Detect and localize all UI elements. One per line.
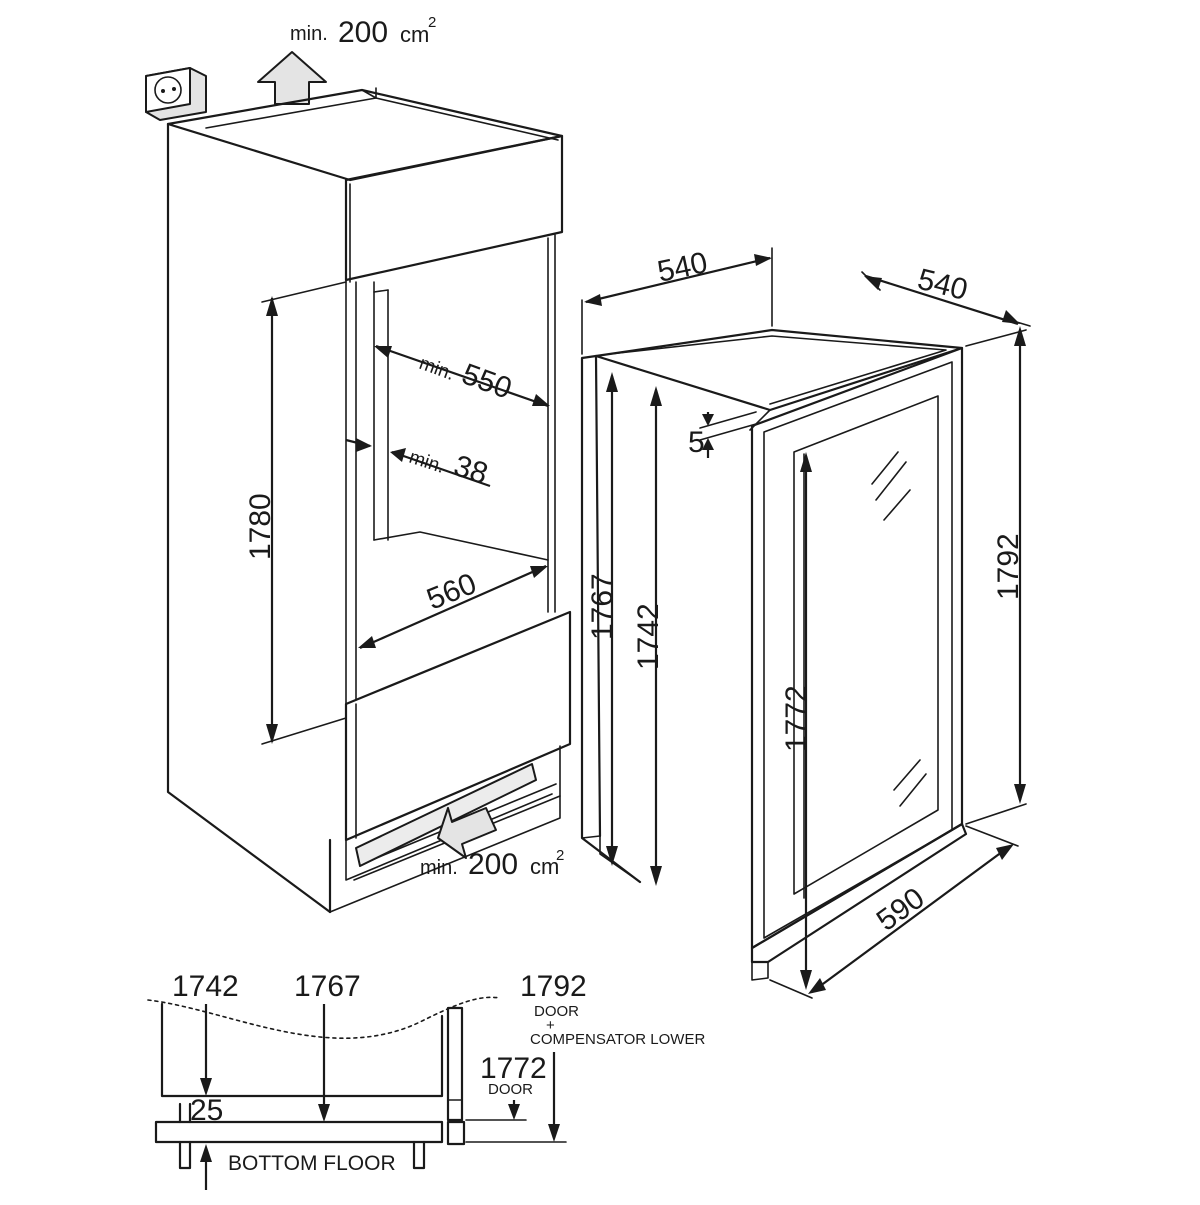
niche-cabinet <box>166 87 572 914</box>
door-height-label: 1772 <box>780 685 813 752</box>
dim-niche-gap: min. 38 <box>345 438 492 491</box>
detail-h3-plus: + <box>546 1017 555 1034</box>
bottom-detail-section <box>147 996 501 1170</box>
detail-dim-1792: 1792 DOOR + COMPENSATOR LOWER <box>465 970 705 1143</box>
appliance-width-label: 540 <box>655 246 711 289</box>
vent-bottom-prefix: min. <box>420 857 458 879</box>
vent-bottom-exp: 2 <box>556 847 564 864</box>
dim-appliance-1742: 1742 <box>632 386 665 886</box>
detail-dim-1742: 1742 <box>172 970 239 1096</box>
door-glass-reflection-icon <box>871 451 927 807</box>
detail-dim-1767: 1767 <box>294 970 361 1122</box>
dim-niche-height: 1780 <box>244 281 347 745</box>
dim-appliance-1767: 1767 <box>586 372 619 866</box>
top-ventilation-label: min. 200 cm 2 <box>290 14 436 49</box>
detail-dim-1772: 1772 DOOR <box>465 1052 547 1121</box>
vent-top-unit: cm <box>400 22 429 47</box>
vent-bottom-value: 200 <box>468 848 518 881</box>
wine-cooler-appliance <box>580 328 968 981</box>
vent-top-exp: 2 <box>428 14 436 31</box>
appliance-depth-label: 540 <box>914 263 971 307</box>
detail-h1-label: 1742 <box>172 970 239 1003</box>
bottom-ventilation-label: min. 200 cm 2 <box>420 847 564 881</box>
detail-gap-label: 25 <box>190 1094 223 1127</box>
dim-niche-width: 560 <box>358 564 548 650</box>
dim-niche-depth: min. 550 <box>374 344 550 408</box>
niche-depth-prefix: min. <box>416 353 457 385</box>
detail-h4-note: DOOR <box>488 1081 533 1098</box>
niche-height-label: 1780 <box>244 493 277 560</box>
vent-top-prefix: min. <box>290 23 328 45</box>
niche-depth-label: 550 <box>458 358 516 406</box>
appliance-height-body-label: 1742 <box>632 603 665 670</box>
detail-h3-label: 1792 <box>520 970 587 1003</box>
dim-appliance-width: 540 <box>581 246 773 355</box>
total-height-label: 1792 <box>992 533 1025 600</box>
detail-dim-25: 25 <box>190 1094 223 1190</box>
door-gap-label: 5 <box>688 426 705 459</box>
detail-h4-label: 1772 <box>480 1052 547 1085</box>
niche-width-label: 560 <box>422 567 481 616</box>
dim-door-gap: 5 <box>688 411 757 459</box>
detail-h3-note1: DOOR <box>534 1003 579 1020</box>
airflow-up-arrow-icon <box>257 51 327 105</box>
dim-door-1772: 1772 <box>780 452 813 990</box>
vent-bottom-unit: cm <box>530 854 559 879</box>
vent-top-value: 200 <box>338 16 388 49</box>
niche-gap-prefix: min. <box>406 447 447 478</box>
power-socket-icon <box>145 67 207 121</box>
airflow-in-arrow-icon <box>437 807 497 859</box>
appliance-height-cabinet-label: 1767 <box>586 573 619 640</box>
detail-h3-note2: COMPENSATOR LOWER <box>530 1031 705 1048</box>
detail-h2-label: 1767 <box>294 970 361 1003</box>
dim-total-1792: 1792 <box>965 326 1027 825</box>
dim-appliance-depth: 540 <box>861 263 1031 327</box>
bottom-floor-label: BOTTOM FLOOR <box>228 1152 396 1175</box>
